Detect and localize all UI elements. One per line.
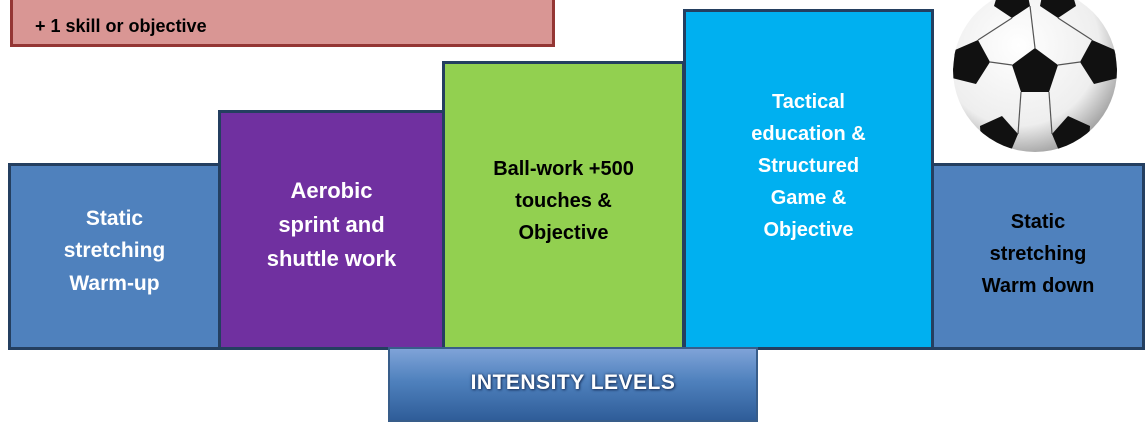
objective-banner-text: + 1 skill or objective (35, 16, 207, 36)
stage-warm-up-label: Static stretching Warm-up (63, 206, 166, 295)
stage-aerobic-label: Aerobic sprint and shuttle work (266, 177, 397, 272)
stage-aerobic: Aerobic sprint and shuttle work (218, 110, 445, 350)
stage-ball-work: Ball-work +500 touches & Objective (442, 61, 685, 350)
stage-warm-down: Static stretching Warm down (931, 163, 1145, 350)
objective-banner: + 1 skill or objective (10, 0, 555, 47)
stage-warm-up: Static stretching Warm-up (8, 163, 221, 350)
intensity-levels-text: INTENSITY LEVELS (470, 371, 676, 394)
stage-warm-down-label: Static stretching Warm down (981, 210, 1095, 297)
soccer-ball-icon (953, 0, 1117, 152)
stage-ball-work-label: Ball-work +500 touches & Objective (493, 157, 634, 244)
stage-tactical: Tactical education & Structured Game & O… (683, 9, 934, 350)
intensity-levels-label: INTENSITY LEVELS (388, 347, 758, 422)
stage-tactical-label: Tactical education & Structured Game & O… (751, 90, 866, 241)
